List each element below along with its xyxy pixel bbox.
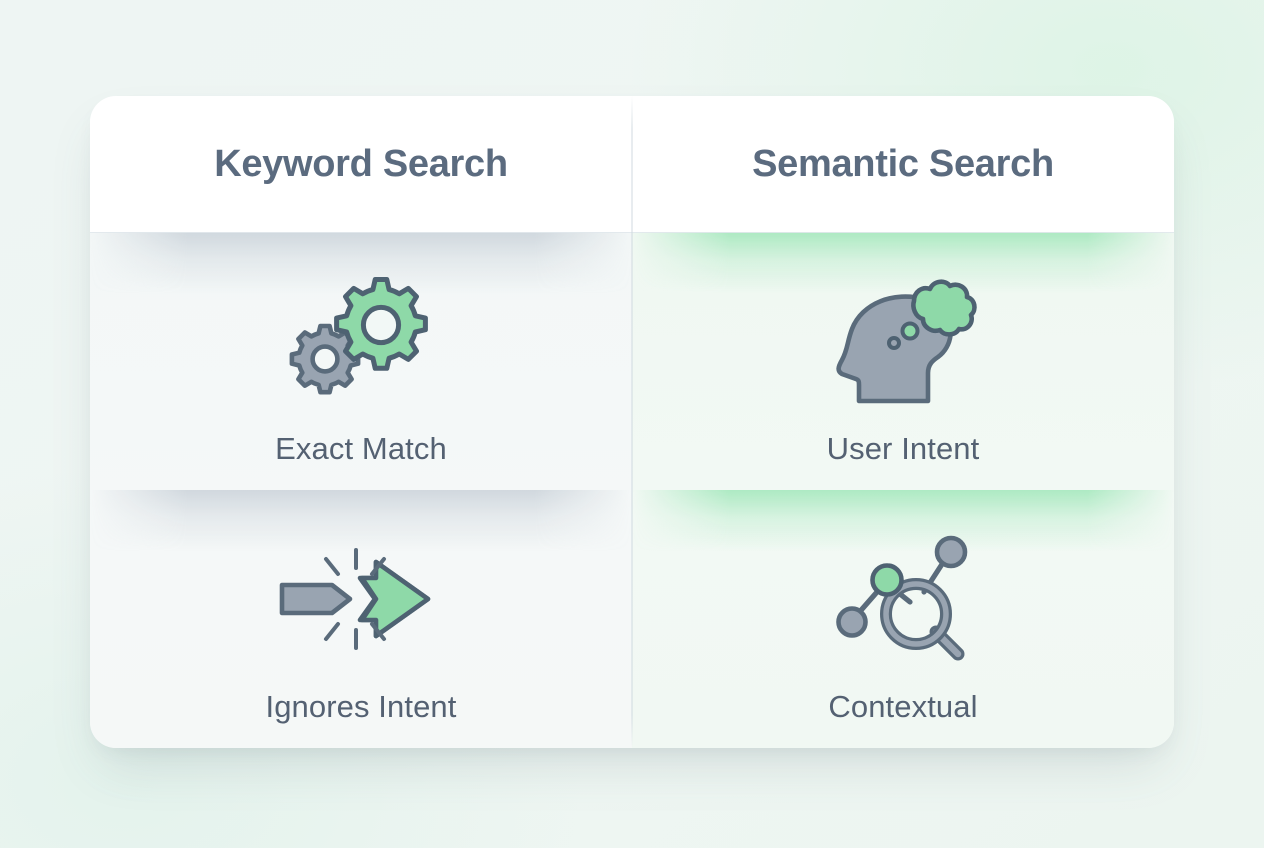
cell-user-intent: User Intent: [632, 232, 1174, 490]
comparison-header: Keyword Search Semantic Search: [90, 96, 1174, 233]
cell-label-exact-match: Exact Match: [275, 430, 447, 466]
column-title-semantic-search: Semantic Search: [752, 143, 1054, 185]
cell-ignores-intent: Ignores Intent: [90, 490, 632, 748]
comparison-body: Exact Match: [90, 96, 1174, 748]
cell-label-user-intent: User Intent: [826, 430, 980, 466]
column-title-keyword-search: Keyword Search: [214, 143, 508, 185]
comparison-card: Keyword Search Semantic Search: [90, 96, 1174, 748]
column-keyword-search: Exact Match: [90, 232, 632, 748]
head-thought-cloud-icon: [808, 271, 998, 411]
header-cell-keyword-search: Keyword Search: [90, 96, 632, 232]
arrows-collision-icon: [266, 529, 456, 669]
cell-exact-match: Exact Match: [90, 232, 632, 490]
cell-label-ignores-intent: Ignores Intent: [265, 688, 457, 724]
network-magnifier-icon: [808, 529, 998, 669]
gears-icon: [266, 271, 456, 411]
column-semantic-search: User Intent: [632, 232, 1174, 748]
header-cell-semantic-search: Semantic Search: [632, 96, 1174, 232]
cell-contextual: Contextual: [632, 490, 1174, 748]
cell-label-contextual: Contextual: [828, 688, 978, 724]
